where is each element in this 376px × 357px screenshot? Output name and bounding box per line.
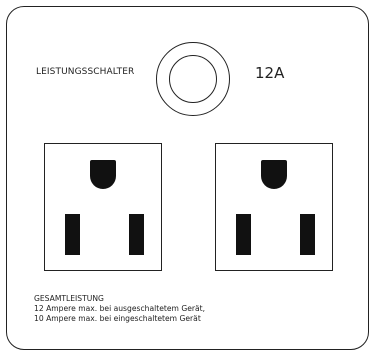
hot-slot [129, 214, 144, 255]
hot-slot [300, 214, 315, 255]
total-power-title: GESAMTLEISTUNG [34, 294, 104, 303]
outlet-right [215, 143, 333, 271]
breaker-inner-ring [169, 55, 217, 103]
ground-pin-slot [261, 160, 287, 189]
neutral-slot [236, 214, 251, 255]
neutral-slot [65, 214, 80, 255]
circuit-breaker-button[interactable] [156, 42, 230, 116]
breaker-label: LEISTUNGSSCHALTER [36, 67, 135, 77]
total-power-line-1: 12 Ampere max. bei ausgeschaltetem Gerät… [34, 304, 206, 313]
breaker-rating: 12A [255, 64, 285, 82]
outlet-left [44, 143, 162, 271]
total-power-line-2: 10 Ampere max. bei eingeschaltetem Gerät [34, 314, 201, 323]
ground-pin-slot [90, 160, 116, 189]
